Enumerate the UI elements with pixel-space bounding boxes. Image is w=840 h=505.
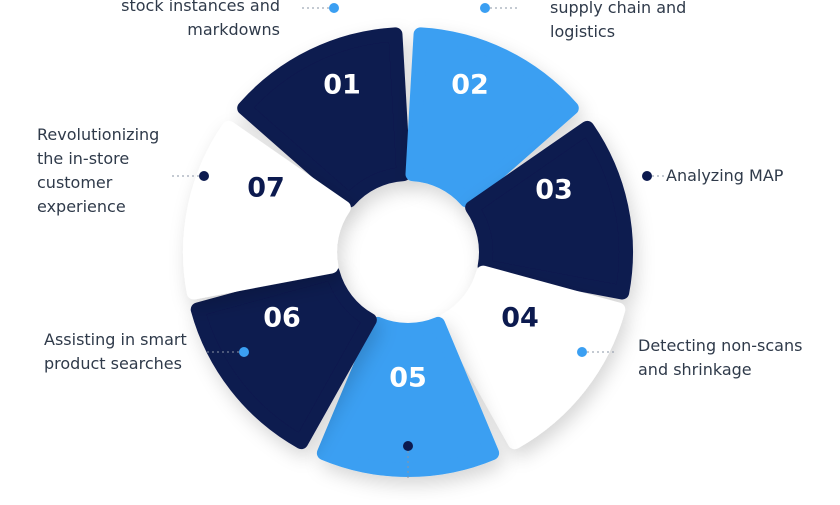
segment-05-shape <box>316 316 500 477</box>
segment-05: 05 <box>316 316 500 477</box>
segment-06: 06 <box>190 265 377 450</box>
label-07-line-1: Revolutionizing <box>37 125 160 144</box>
label-07-line-3: customer <box>37 173 113 192</box>
segment-04-shape <box>439 265 626 450</box>
label-02-line-2: logistics <box>550 22 616 41</box>
label-07: Revolutionizing the in-store customer ex… <box>37 123 159 219</box>
segment-02: 02 <box>405 27 579 208</box>
segment-03-number: 03 <box>535 175 573 206</box>
segment-03: 03 <box>465 120 633 300</box>
segment-03-shape <box>465 120 633 300</box>
label-03: Analyzing MAP <box>666 164 783 188</box>
segment-01-shape <box>237 27 411 208</box>
segment-07: 07 <box>183 120 351 300</box>
label-01-line-2: markdowns <box>187 20 280 39</box>
segment-04: 04 <box>439 265 626 450</box>
segment-06-shape <box>190 265 377 450</box>
label-04-line-1: Detecting non-scans <box>638 336 803 355</box>
label-07-line-2: the in-store <box>37 149 130 168</box>
label-02: supply chain and logistics <box>550 0 686 44</box>
segment-04-number: 04 <box>501 303 539 334</box>
leader-dot-04 <box>577 347 587 357</box>
label-06: Assisting in smart product searches <box>44 328 187 376</box>
segment-06-number: 06 <box>263 303 301 334</box>
label-07-line-4: experience <box>37 197 126 216</box>
segment-01-number: 01 <box>323 70 361 101</box>
label-06-line-1: Assisting in smart <box>44 330 187 349</box>
label-01-line-1: stock instances and <box>121 0 280 15</box>
leader-dot-02 <box>480 3 490 13</box>
segment-07-shape <box>183 120 351 300</box>
label-04-line-2: and shrinkage <box>638 360 752 379</box>
segment-02-number: 02 <box>451 70 489 101</box>
label-02-line-1: supply chain and <box>550 0 687 17</box>
label-06-line-2: product searches <box>44 354 182 373</box>
segment-07-number: 07 <box>247 173 285 204</box>
leader-dot-06 <box>239 347 249 357</box>
label-03-line-1: Analyzing MAP <box>666 166 784 185</box>
leader-dot-03 <box>642 171 652 181</box>
leader-dot-01 <box>329 3 339 13</box>
label-01: stock instances and markdowns <box>121 0 280 42</box>
leader-dot-07 <box>199 171 209 181</box>
leader-dot-05 <box>403 441 413 451</box>
segment-02-shape <box>405 27 579 208</box>
segment-01: 01 <box>237 27 411 208</box>
segment-05-number: 05 <box>389 363 427 394</box>
label-04: Detecting non-scans and shrinkage <box>638 334 802 382</box>
